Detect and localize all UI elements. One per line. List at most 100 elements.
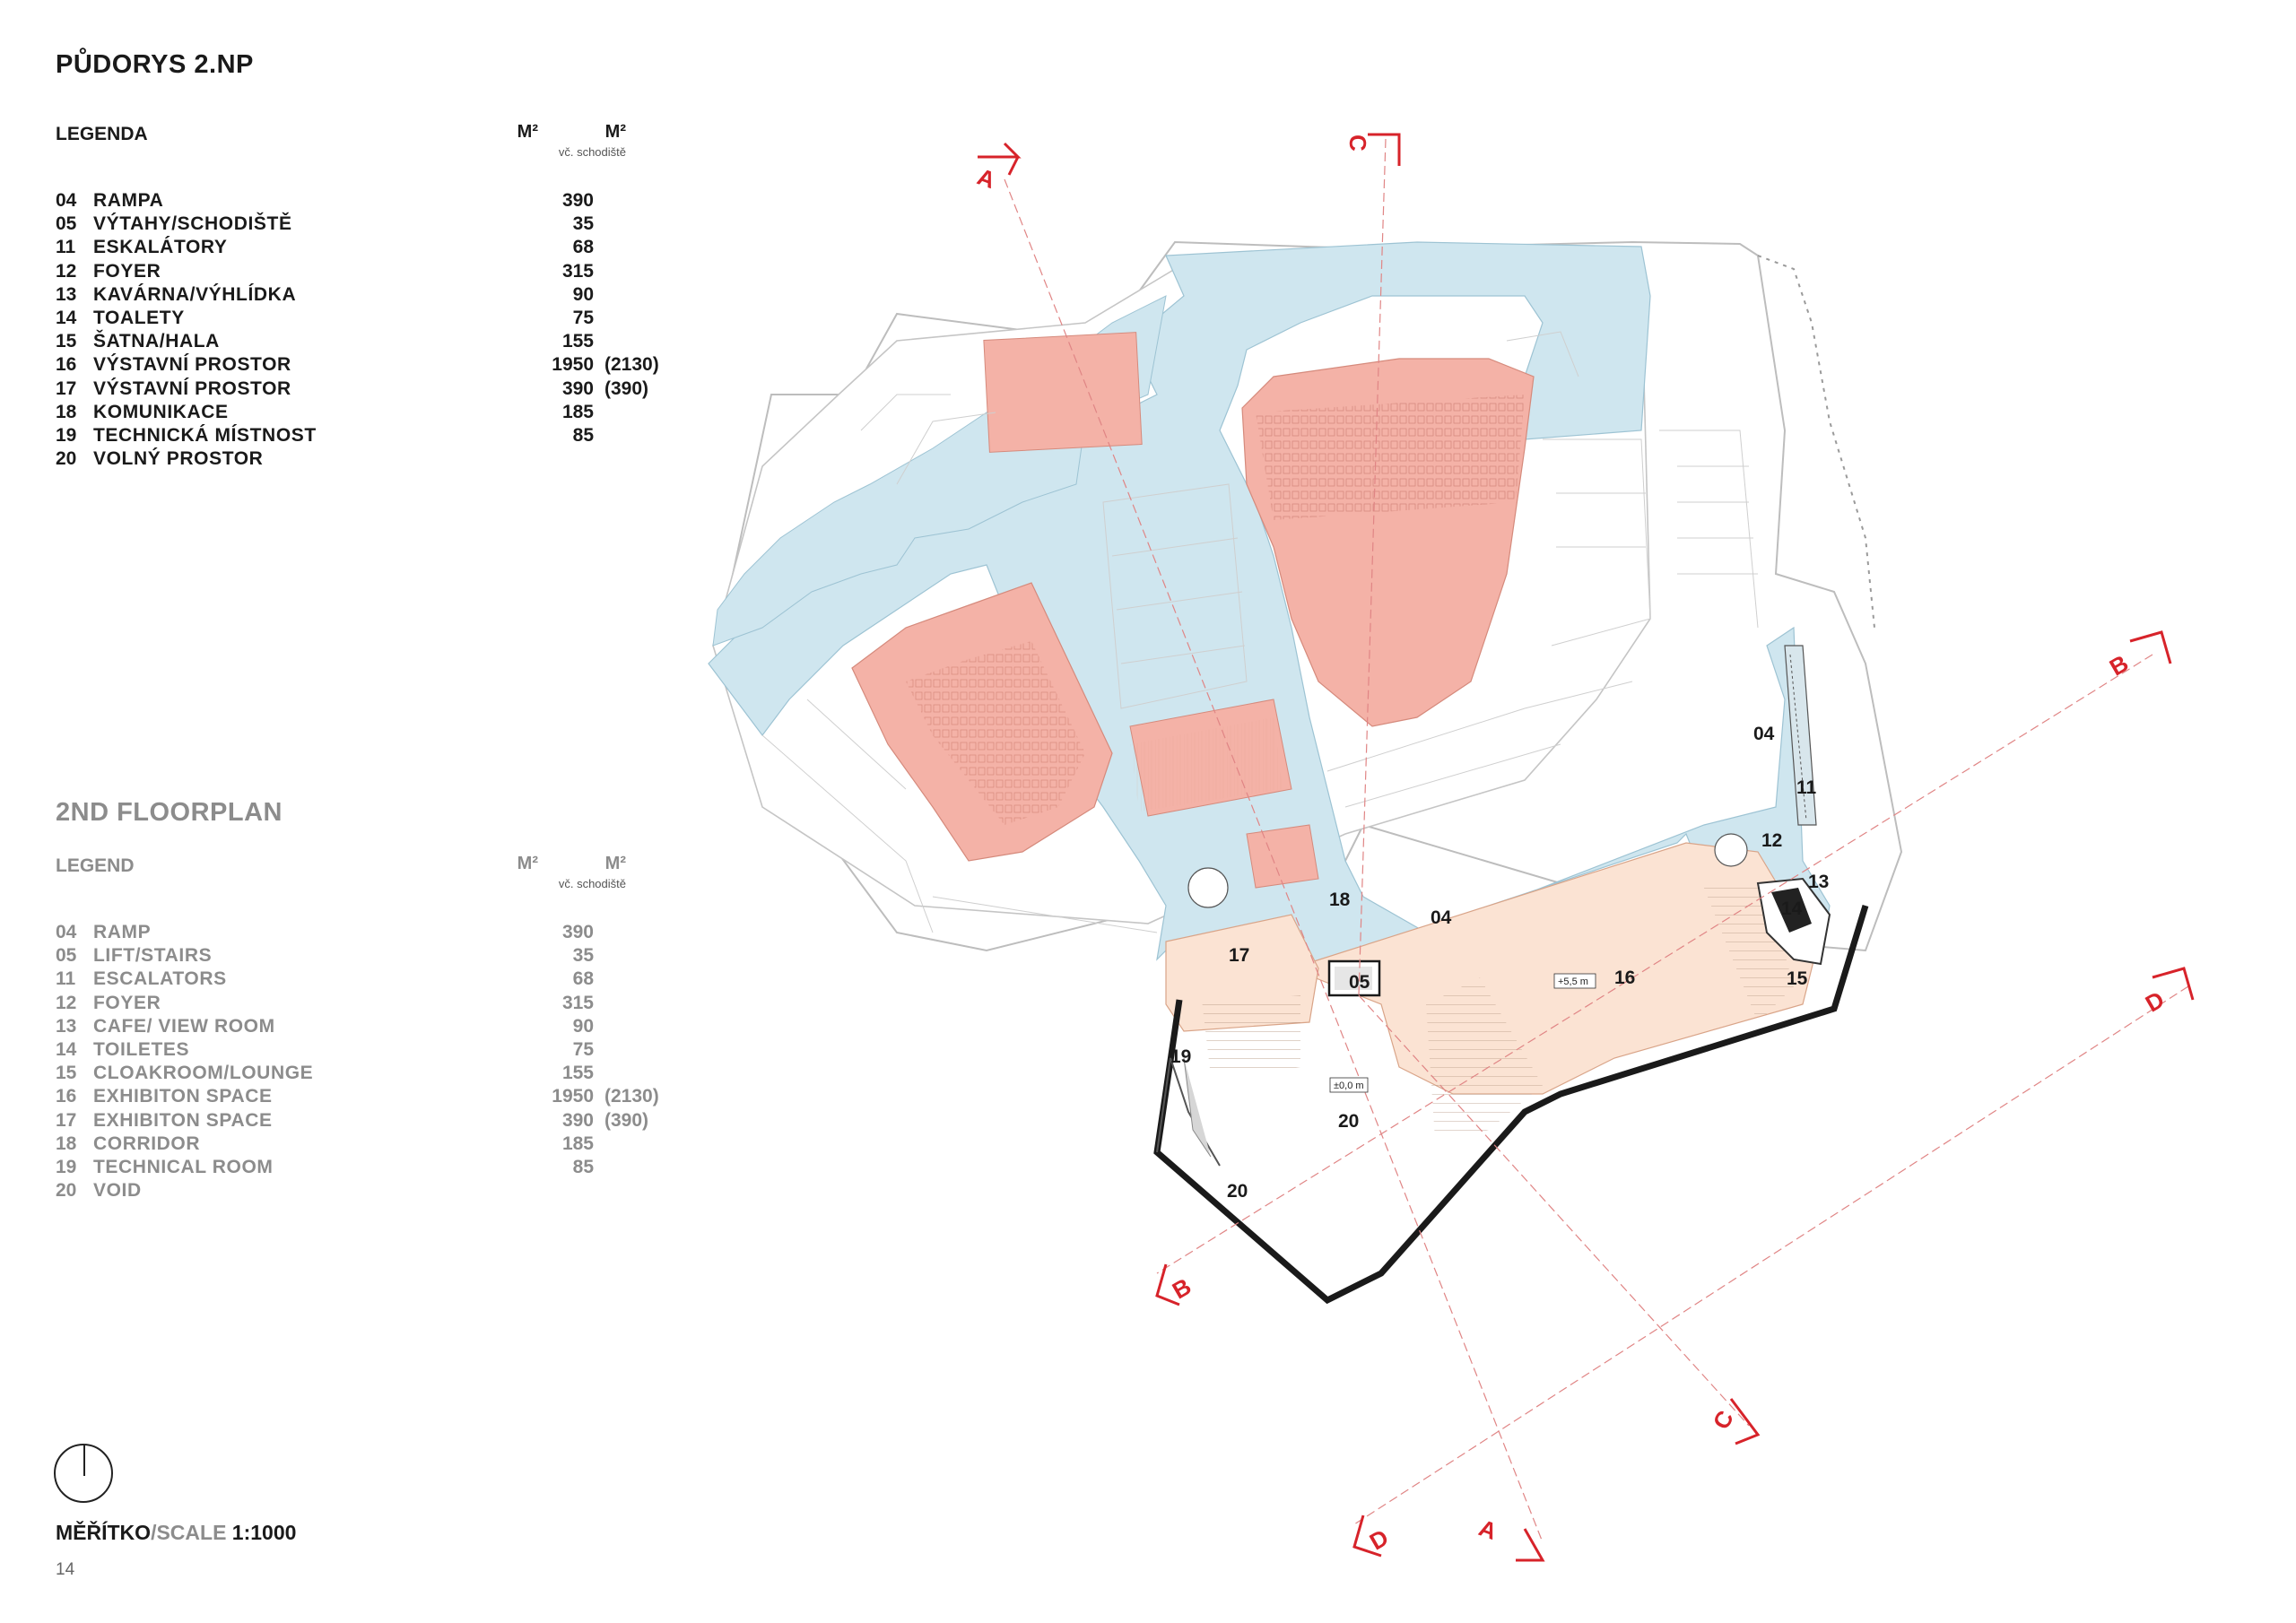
legend-num: 13 xyxy=(56,283,77,305)
legend-num: 15 xyxy=(56,1063,77,1084)
circulation-zone xyxy=(708,241,1831,969)
room-label-15: 15 xyxy=(1787,968,1808,989)
legend-label: VÝSTAVNÍ PROSTOR xyxy=(93,354,291,376)
room-label-19: 19 xyxy=(1170,1046,1191,1067)
page-title-cz: PŮDORYS 2.NP xyxy=(56,50,254,79)
legend-label: ESKALÁTORY xyxy=(93,237,228,258)
legend-m2: 155 xyxy=(561,331,594,352)
legend-m2: 1950 xyxy=(552,354,594,376)
room-label-13: 13 xyxy=(1808,872,1829,892)
page-title-en: 2ND FLOORPLAN xyxy=(56,798,283,827)
room-label-16: 16 xyxy=(1614,968,1635,988)
svg-text:B: B xyxy=(2105,649,2133,681)
legend-num: 18 xyxy=(56,401,77,422)
legend-m2: 68 xyxy=(572,237,594,258)
level-marker-upper: +5,5 m xyxy=(1558,976,1588,987)
legend-m2: 85 xyxy=(572,1156,594,1177)
room-label-04-upper: 04 xyxy=(1753,724,1775,744)
legend-col2-sub-en: vč. schodiště xyxy=(558,877,626,890)
legend-m2: 185 xyxy=(561,401,594,422)
legend-m2: 315 xyxy=(561,992,594,1013)
legend-m2: 75 xyxy=(572,307,594,328)
legend-label: VOLNÝ PROSTOR xyxy=(93,448,264,470)
legend-num: 12 xyxy=(56,260,77,282)
room-label-18: 18 xyxy=(1329,890,1351,910)
room-label-14: 14 xyxy=(1781,898,1803,919)
room-label-11: 11 xyxy=(1796,777,1817,798)
legend-num: 05 xyxy=(56,945,77,967)
page-number: 14 xyxy=(56,1560,75,1579)
foyer-round-element xyxy=(1714,833,1748,867)
scale-label-en: /SCALE xyxy=(151,1521,227,1544)
scale-value: 1:1000 xyxy=(226,1521,297,1544)
legend-label: ŠATNA/HALA xyxy=(93,331,220,352)
legend-label: FOYER xyxy=(93,260,161,282)
legend-m2: 390 xyxy=(561,1109,594,1131)
svg-text:B: B xyxy=(1168,1272,1196,1304)
legend-label: CORRIDOR xyxy=(93,1133,201,1154)
legend-num: 16 xyxy=(56,1086,77,1107)
legend-label: EXHIBITON SPACE xyxy=(93,1086,273,1107)
legend-num: 19 xyxy=(56,424,77,446)
legend-row: 12 FOYER 315 xyxy=(56,260,701,283)
legend-num: 04 xyxy=(56,190,77,211)
room-label-17: 17 xyxy=(1229,945,1249,966)
legend-num: 11 xyxy=(56,968,76,990)
north-arrow-icon xyxy=(54,1444,113,1503)
room-label-05: 05 xyxy=(1349,972,1370,993)
legend-num: 15 xyxy=(56,331,77,352)
section-marker-b-left: B xyxy=(1155,1263,1196,1306)
void-outline xyxy=(1153,904,1869,1305)
legend-m2: 68 xyxy=(572,968,594,990)
room-label-04-lower: 04 xyxy=(1431,907,1452,928)
room-label-20-a: 20 xyxy=(1338,1111,1359,1132)
section-marker-b-right: B xyxy=(2105,630,2172,681)
svg-text:C: C xyxy=(1344,135,1371,152)
legend-m2: 155 xyxy=(561,1063,594,1084)
legend-col2-cz: M² xyxy=(604,122,626,142)
legend-m2: 75 xyxy=(572,1038,594,1060)
legend-num: 04 xyxy=(56,922,77,942)
legend-m2: 390 xyxy=(561,378,594,399)
legend-m2: 35 xyxy=(572,213,594,235)
legend-m2: 90 xyxy=(572,283,594,305)
legend-num: 12 xyxy=(56,992,77,1013)
building-outline xyxy=(716,240,1903,952)
legend-label: LIFT/STAIRS xyxy=(93,945,213,967)
scale-label-cz: MĚŘÍTKO xyxy=(56,1521,152,1544)
legend-num: 16 xyxy=(56,354,77,376)
legend-m2: 390 xyxy=(561,190,594,211)
legend-label: ESCALATORS xyxy=(93,968,227,990)
svg-text:A: A xyxy=(1475,1514,1500,1545)
legend-m2: 315 xyxy=(561,260,594,282)
legend-label: VÝTAHY/SCHODIŠTĚ xyxy=(93,213,292,235)
legend-row: 11 ESKALÁTORY 68 xyxy=(56,236,701,259)
legend-label: KOMUNIKACE xyxy=(93,401,229,422)
legend-label: TOALETY xyxy=(93,307,185,328)
legend-label: TOILETES xyxy=(93,1038,190,1060)
room-label-20-b: 20 xyxy=(1227,1181,1248,1202)
legend-num: 05 xyxy=(56,213,77,235)
legend-heading-en: LEGEND xyxy=(56,855,135,876)
legend-num: 11 xyxy=(56,237,76,258)
legend-row: 18 KOMUNIKACE 185 xyxy=(56,401,701,424)
legend-num: 20 xyxy=(56,1180,77,1202)
section-marker-d-bottom: D xyxy=(1352,1515,1393,1558)
